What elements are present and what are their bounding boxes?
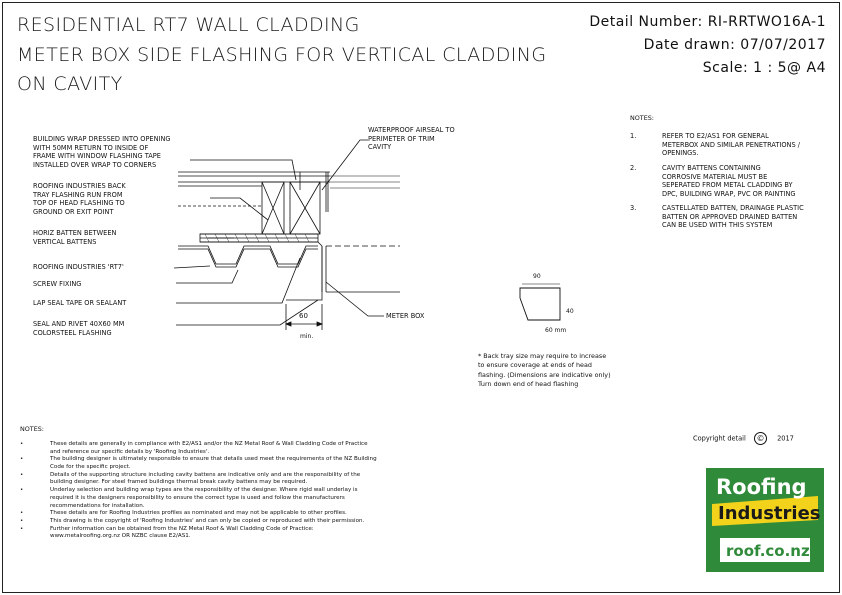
footer-note-line: recommendations for installation. [20,503,440,511]
footer-note-text: These details are generally in complianc… [50,441,368,447]
notes-heading: NOTES: [630,114,654,122]
footer-note-line: and reference our specific details by 'R… [20,449,440,457]
bullet-icon: • [20,517,24,524]
footer-note-text: Code for the specific project. [50,464,131,471]
note-2-text: CAVITY BATTENS CONTAINING CORROSIVE MATE… [662,164,796,198]
dim-min: min. [300,333,314,340]
footer-note-text: recommendations for installation. [50,502,145,509]
footer-note-line: • This drawing is the copyright of 'Roofi… [20,518,440,526]
footer-notes: • These details are generally in complian… [20,441,440,541]
copyright: Copyright detail © 2017 [693,432,794,445]
label-back-tray: ROOFING INDUSTRIES BACK TRAY FLASHING RU… [33,182,126,216]
back-tray-note: * Back tray size may require to increase… [478,352,611,389]
logo-graphic: Roofing Industries roof.co.nz [706,468,824,572]
logo-url-box [720,538,810,562]
logo-yellow-band [712,496,818,526]
footer-notes-heading: NOTES: [20,425,44,433]
footer-note-line: • These details are generally in complian… [20,441,440,449]
flash-dim-90: 90 [533,273,541,280]
footer-note-text: required it is the designers responsibil… [50,494,345,501]
footer-note-text: These details are for Roofing Industries… [50,510,347,517]
label-horiz-batten: HORIZ BATTEN BETWEEN VERTICAL BATTENS [33,229,117,246]
note-1-text: REFER TO E2/AS1 FOR GENERAL METERBOX AND… [662,132,800,158]
bullet-icon: • [20,471,24,478]
label-screw-fixing: SCREW FIXING [33,280,82,288]
scale: Scale: 1 : 5@ A4 [702,60,826,76]
bullet-icon: • [20,441,24,447]
footer-note-text: This drawing is the copyright of 'Roofin… [50,517,365,524]
label-air-seal: WATERPROOF AIRSEAL TO PERIMETER OF TRIM … [368,126,455,152]
footer-note-text: building designer. For steel framed buil… [50,479,308,486]
bullet-icon: • [20,456,24,463]
title-line-2: METER BOX SIDE FLASHING FOR VERTICAL CLA… [17,44,547,66]
note-1-num: 1. [630,132,637,140]
footer-note-text: www.metalroofing.org.nz OR NZBC clause E… [50,533,191,540]
dim-60: 60 [299,312,308,320]
footer-note-text: Underlay selection and building wrap typ… [50,487,358,494]
flash-dim-40: 40 [566,308,574,315]
detail-number: Detail Number: RI-RRTWO16A-1 [589,14,826,30]
logo-line-2: Industries [718,503,821,524]
footer-note-line: • Details of the supporting structure inc… [20,472,440,480]
copyright-text: Copyright detail [693,434,746,443]
bullet-icon: • [20,510,24,517]
copyright-icon: © [753,432,767,445]
label-seal-rivet: SEAL AND RIVET 40x60 mm COLORSTEEL FLASH… [33,320,125,337]
date-drawn: Date drawn: 07/07/2017 [643,37,826,53]
roofing-industries-logo: Roofing Industries roof.co.nz [706,468,824,572]
copyright-year: 2017 [777,434,794,443]
footer-note-line: • Underlay selection and building wrap ty… [20,487,440,495]
flash-dim-60: 60 mm [545,327,567,334]
footer-note-text: Details of the supporting structure incl… [50,471,361,478]
note-2-num: 2. [630,164,637,172]
label-building-wrap: BUILDING WRAP DRESSED INTO OPENING WITH … [33,135,171,169]
title-line-1: RESIDENTIAL RT7 WALL CLADDING [17,14,360,36]
title-line-3: ON CAVITY [17,73,123,95]
footer-note-line: • The building designer is ultimately res… [20,456,440,464]
logo-line-1: Roofing [716,475,807,499]
footer-note-line: Code for the specific project. [20,464,440,472]
label-meter-box: METER BOX [386,312,425,320]
note-3-text: CASTELLATED BATTEN, DRAINAGE PLASTIC BAT… [662,204,804,230]
footer-note-text: Further information can be obtained from… [50,525,314,532]
bullet-icon: • [20,487,24,494]
bullet-icon: • [20,525,24,532]
footer-note-line: www.metalroofing.org.nz OR NZBC clause E… [20,533,440,541]
label-rt7: ROOFING INDUSTRIES 'RT7' [33,263,124,271]
footer-note-line: • Further information can be obtained fro… [20,526,440,534]
label-lap-seal: LAP SEAL TAPE OR SEALANT [33,299,127,307]
footer-note-line: building designer. For steel framed buil… [20,479,440,487]
logo-url: roof.co.nz [726,542,810,560]
footer-note-line: required it is the designers responsibil… [20,495,440,503]
note-3-num: 3. [630,204,637,212]
footer-note-text: The building designer is ultimately resp… [50,456,377,463]
footer-note-line: • These details are for Roofing Industrie… [20,510,440,518]
footer-note-text: and reference our specific details by 'R… [50,448,210,455]
